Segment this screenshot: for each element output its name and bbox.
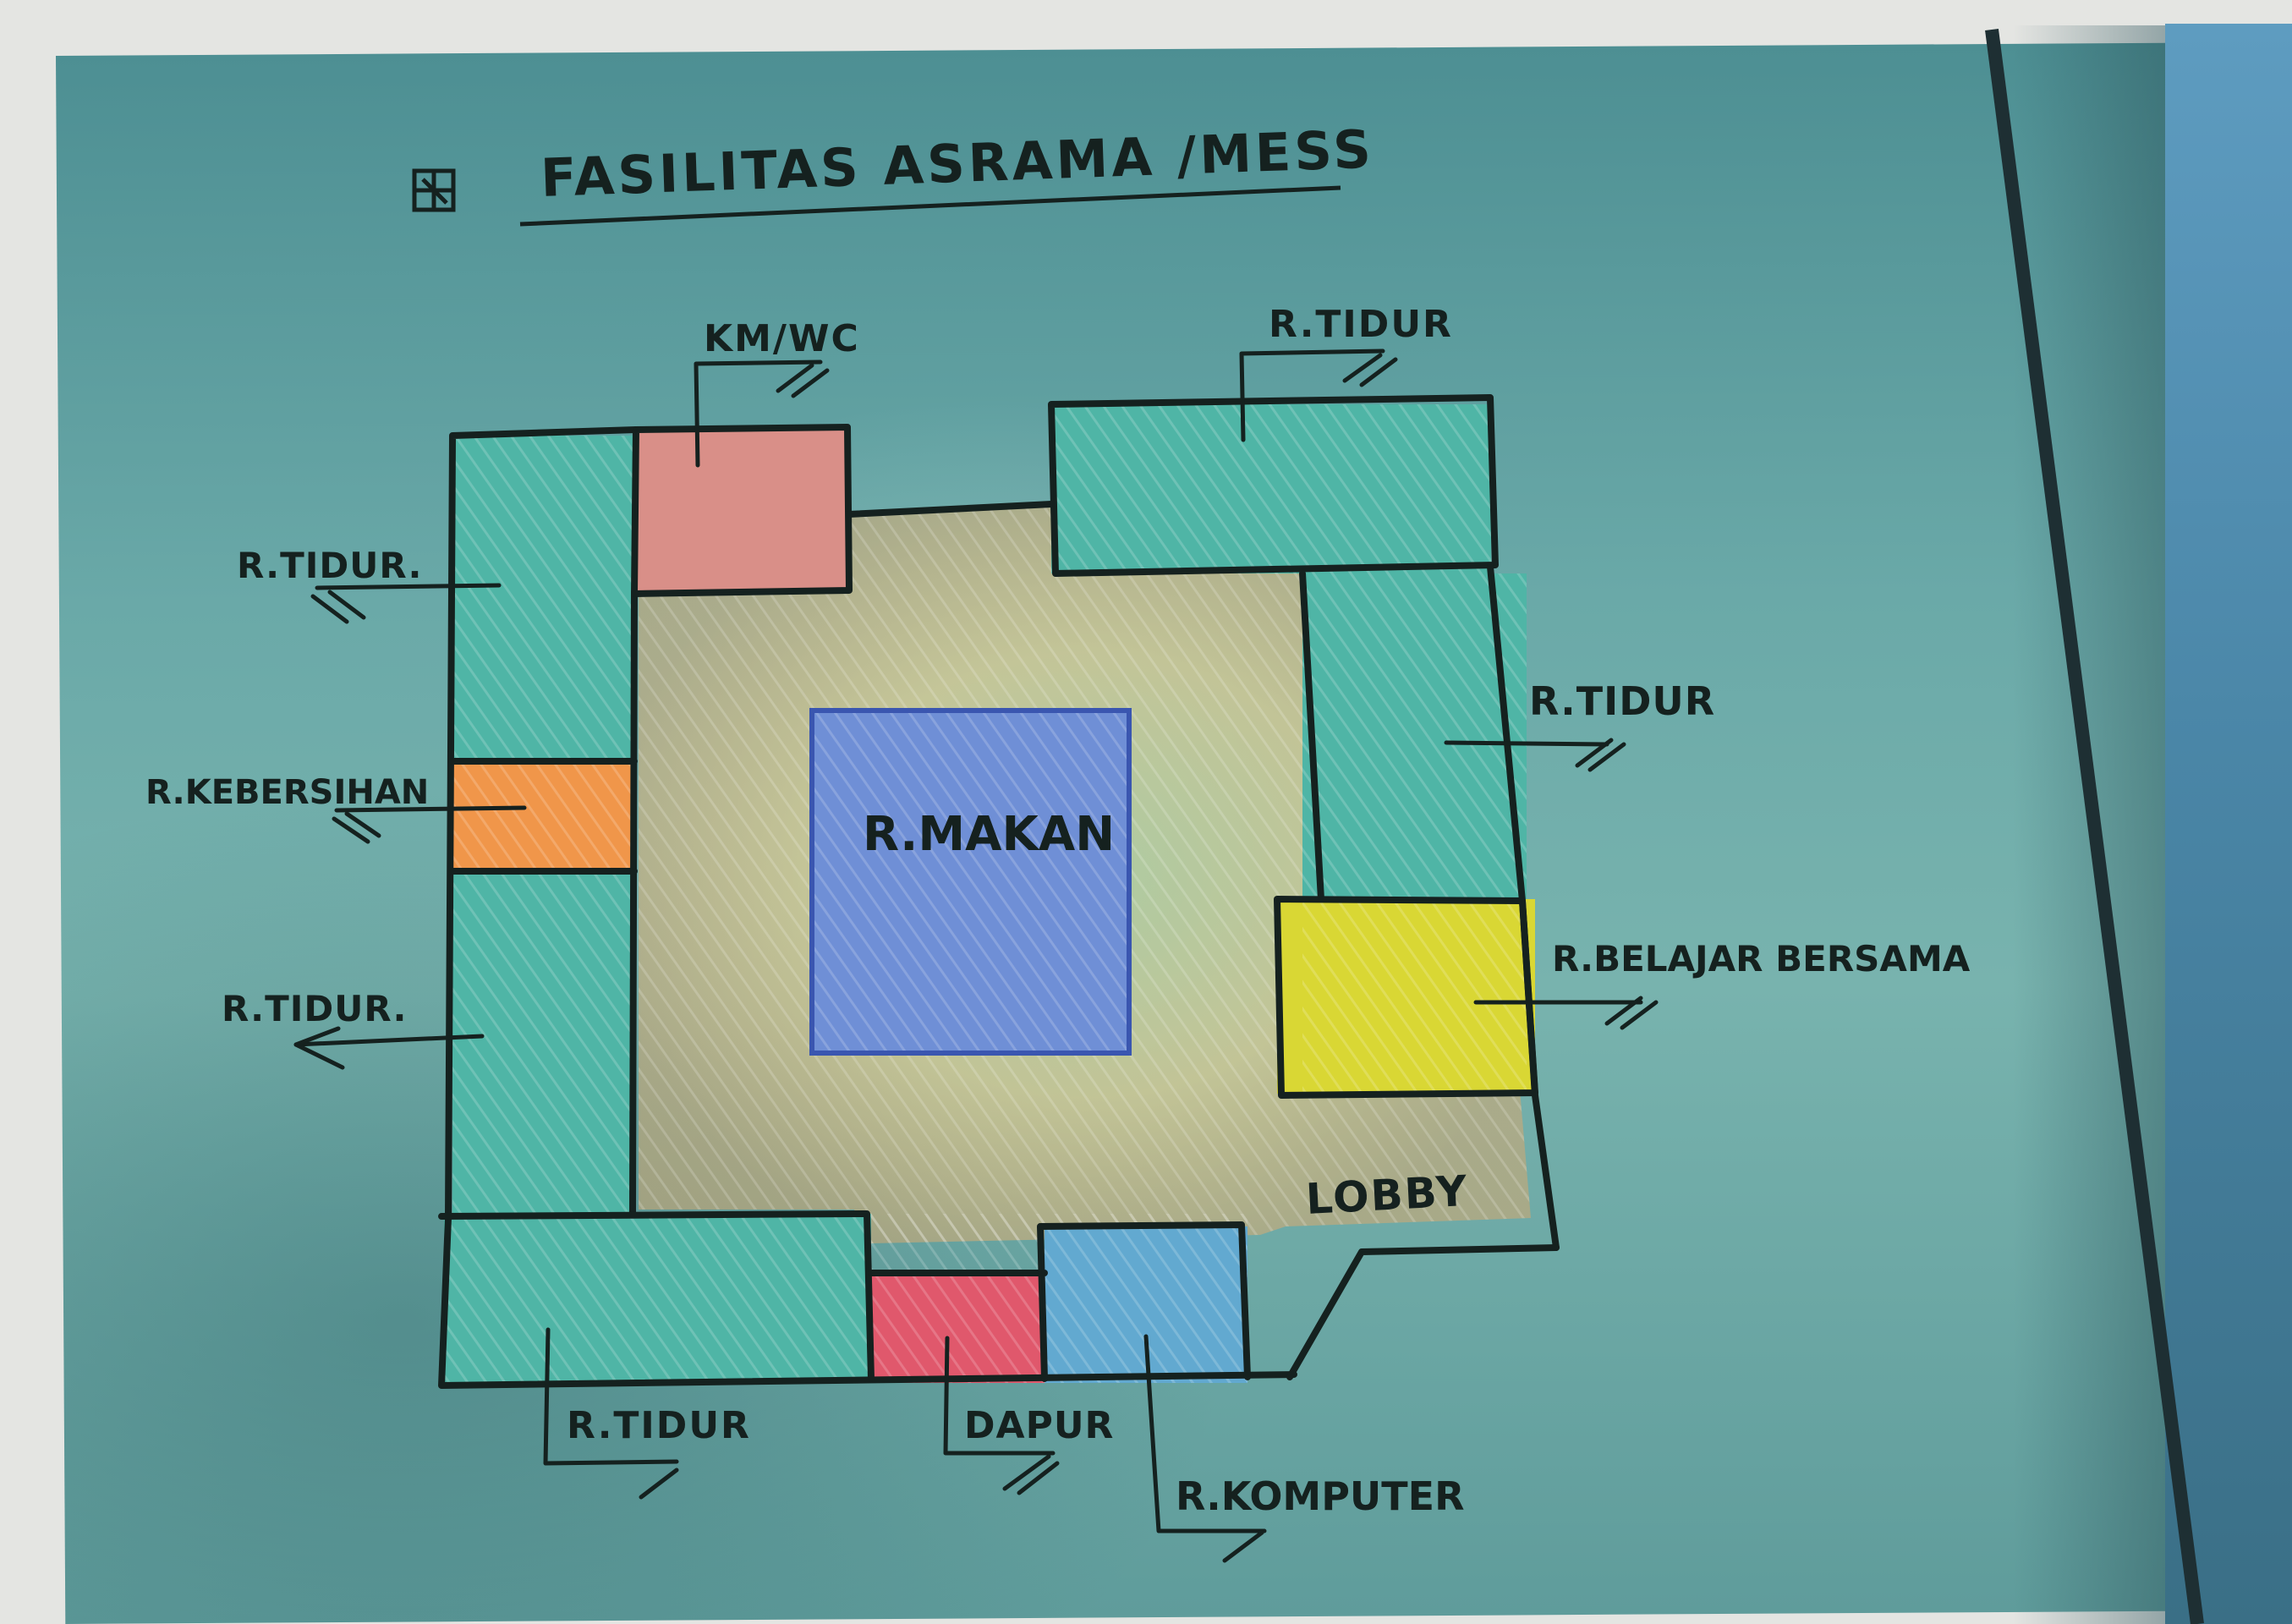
- label-r-tidur-right: R.TIDUR: [1529, 678, 1715, 724]
- sheet-border-line: [1992, 30, 2197, 1624]
- label-r-tidur-top-right: R.TIDUR: [1269, 303, 1453, 346]
- label-r-tidur-bottom: R.TIDUR: [567, 1404, 751, 1447]
- label-lobby: LOBBY: [1305, 1166, 1470, 1224]
- label-kmwc: KM/WC: [704, 317, 860, 360]
- label-dapur: DAPUR: [964, 1404, 1114, 1447]
- label-r-makan: R.MAKAN: [863, 807, 1115, 862]
- label-r-belajar-bersama: R.BELAJAR BERSAMA: [1552, 938, 1971, 979]
- label-r-tidur-left-bottom: R.TIDUR.: [222, 988, 407, 1029]
- label-r-tidur-left-top: R.TIDUR.: [237, 545, 422, 586]
- page-title: FASILITAS ASRAMA /MESS: [540, 118, 1375, 209]
- room-r-makan-hatch: [812, 710, 1129, 1053]
- label-r-komputer: R.KOMPUTER: [1176, 1473, 1465, 1519]
- room-kmwc: [636, 430, 847, 592]
- building-icon: [414, 171, 453, 210]
- label-r-kebersihan: R.KEBERSIHAN: [145, 773, 429, 812]
